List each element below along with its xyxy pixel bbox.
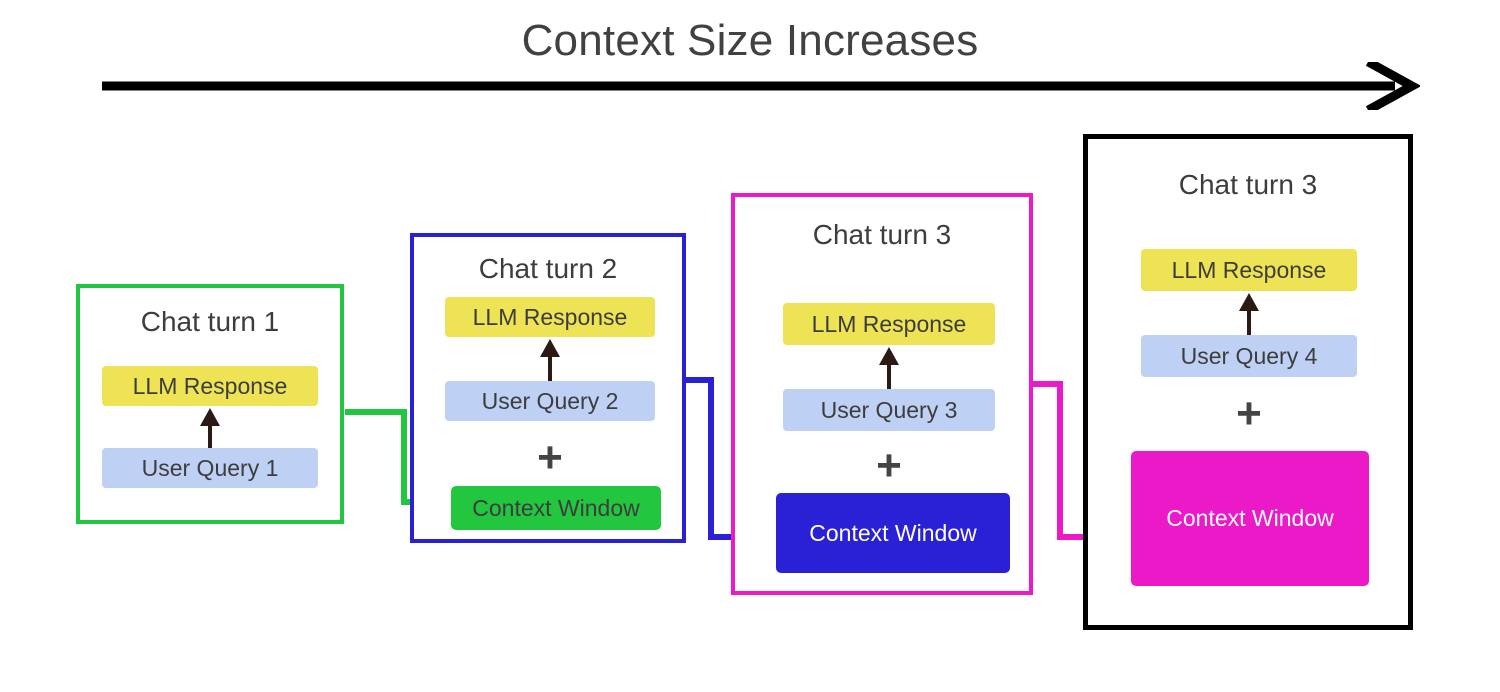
- user-query-block-4[interactable]: User Query 4: [1141, 335, 1357, 377]
- context-window-label: Context Window: [472, 494, 640, 521]
- user-query-block-1[interactable]: User Query 1: [102, 448, 318, 488]
- user-query-label: User Query 4: [1180, 342, 1318, 369]
- llm-response-block-4[interactable]: LLM Response: [1141, 249, 1357, 291]
- plus-icon-3: +: [876, 441, 902, 490]
- panel-title-3: Chat turn 3: [812, 219, 952, 250]
- context-window-block-3[interactable]: Context Window: [776, 493, 1010, 573]
- user-query-label: User Query 2: [481, 387, 619, 414]
- context-window-block-4[interactable]: Context Window: [1131, 451, 1369, 586]
- user-query-block-3[interactable]: User Query 3: [783, 389, 995, 431]
- panel-title-1: Chat turn 1: [140, 306, 280, 337]
- chat-turn-panel-3[interactable]: Chat turn 3 LLM Response User Query 3 + …: [731, 193, 1033, 595]
- context-window-label: Context Window: [809, 519, 977, 546]
- panel-title-4: Chat turn 3: [1178, 169, 1318, 200]
- plus-icon-4: +: [1236, 389, 1262, 438]
- chat-turn-panel-1[interactable]: Chat turn 1 LLM Response User Query 1: [76, 284, 344, 524]
- llm-response-label: LLM Response: [132, 372, 288, 399]
- chat-turn-panel-4[interactable]: Chat turn 3 LLM Response User Query 4 + …: [1083, 134, 1413, 630]
- llm-response-label: LLM Response: [1171, 256, 1327, 283]
- flow-up-arrow-icon-3: [879, 347, 899, 389]
- flow-up-arrow-icon-1: [200, 408, 220, 448]
- llm-response-block-2[interactable]: LLM Response: [445, 297, 655, 337]
- page-title: Context Size Increases: [521, 16, 979, 65]
- chat-turn-panel-2[interactable]: Chat turn 2 LLM Response User Query 2 + …: [410, 233, 686, 543]
- panel-title-2: Chat turn 2: [478, 253, 618, 284]
- llm-response-label: LLM Response: [472, 303, 628, 330]
- flow-up-arrow-icon-2: [540, 339, 560, 381]
- user-query-label: User Query 3: [820, 396, 958, 423]
- context-window-block-2[interactable]: Context Window: [451, 486, 661, 530]
- llm-response-label: LLM Response: [811, 310, 967, 337]
- user-query-label: User Query 1: [141, 454, 279, 481]
- llm-response-block-3[interactable]: LLM Response: [783, 303, 995, 345]
- context-size-arrow-icon: [102, 62, 1420, 110]
- plus-icon-2: +: [537, 433, 563, 482]
- context-window-label: Context Window: [1166, 505, 1334, 531]
- llm-response-block-1[interactable]: LLM Response: [102, 366, 318, 406]
- flow-up-arrow-icon-4: [1239, 293, 1259, 335]
- user-query-block-2[interactable]: User Query 2: [445, 381, 655, 421]
